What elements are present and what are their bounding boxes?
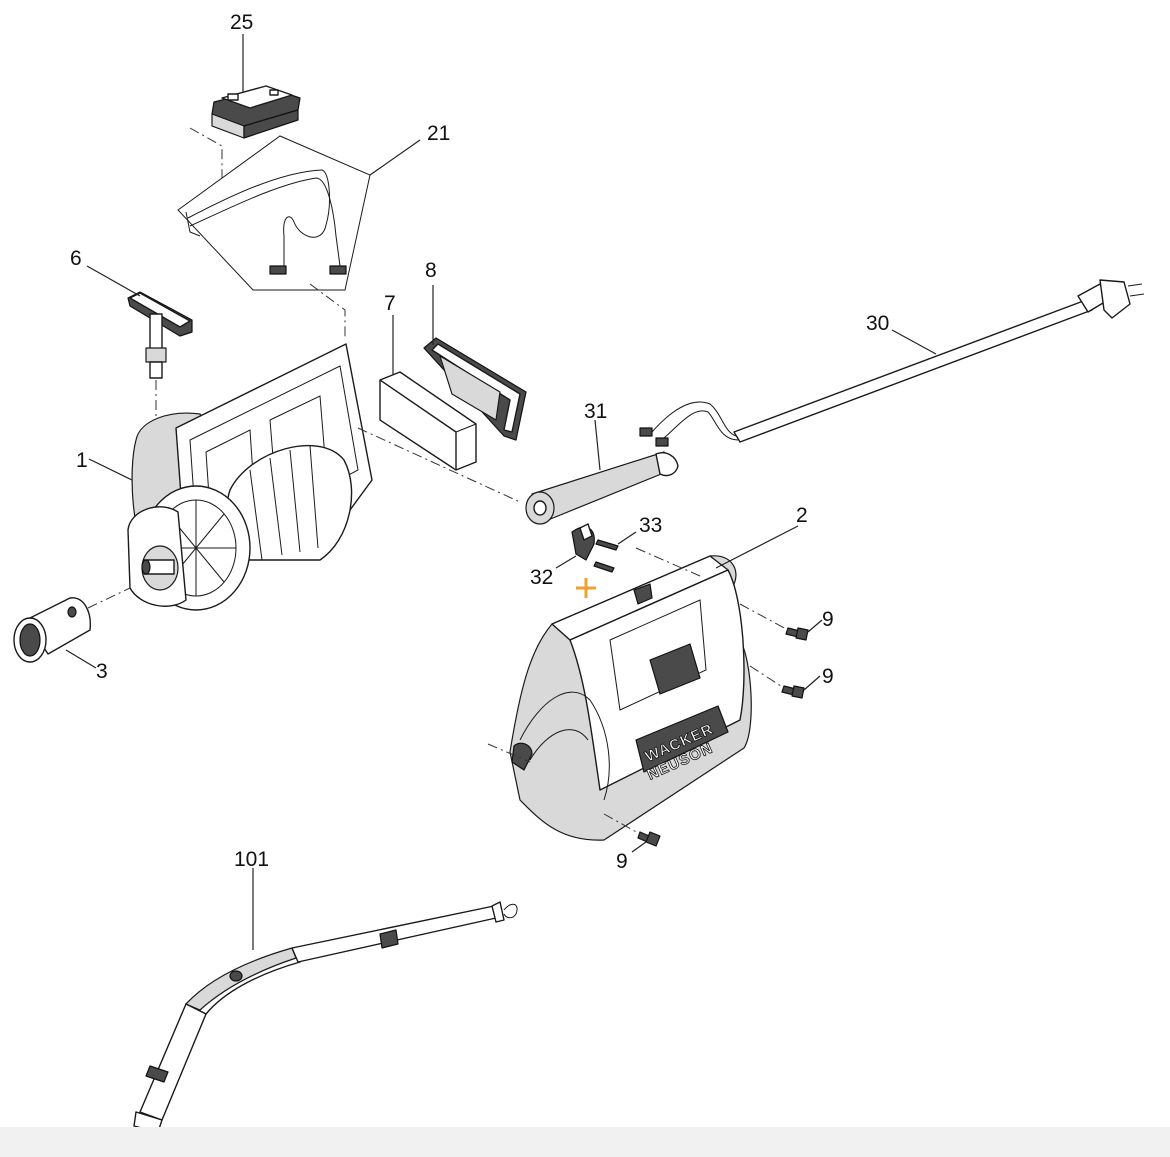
part-9-screw-b[interactable] (781, 685, 805, 699)
part-1-motor-assembly[interactable] (127, 343, 373, 611)
crosshair-plus-icon (576, 578, 596, 598)
callout-30: 30 (866, 312, 889, 335)
callout-9-b: 9 (822, 665, 834, 688)
part-8-filter-frame[interactable] (423, 337, 527, 441)
callout-21: 21 (427, 122, 450, 145)
callout-101: 101 (234, 848, 269, 871)
part-30-power-cable[interactable] (639, 279, 1145, 447)
callout-9-a: 9 (822, 608, 834, 631)
callout-32: 32 (530, 566, 553, 589)
part-21-wire-harness[interactable] (177, 135, 371, 291)
callout-31: 31 (584, 400, 607, 423)
callout-9-c: 9 (616, 850, 628, 873)
callout-7: 7 (384, 292, 396, 315)
callout-6: 6 (70, 247, 82, 270)
part-101-shoulder-strap[interactable] (117, 901, 518, 1146)
part-25-switch[interactable] (211, 85, 301, 139)
callout-3: 3 (96, 660, 108, 683)
part-9-screw-a[interactable] (785, 627, 809, 641)
part-3-coupling-sleeve[interactable] (13, 597, 91, 663)
callout-2: 2 (796, 504, 808, 527)
callout-25: 25 (230, 11, 253, 34)
callout-8: 8 (425, 259, 437, 282)
part-7-filter-block[interactable] (379, 371, 477, 471)
callout-1: 1 (76, 449, 88, 472)
part-32-clamp[interactable] (571, 523, 595, 561)
part-6-t-handle[interactable] (127, 291, 193, 379)
part-31-cable-sleeve[interactable] (525, 451, 679, 525)
bottom-status-strip (0, 1127, 1170, 1157)
part-33-screws[interactable] (593, 539, 619, 573)
callout-33: 33 (639, 514, 662, 537)
part-9-screw-c[interactable] (637, 831, 661, 847)
part-2-housing-frame[interactable]: WACKER NEUSON (509, 555, 752, 841)
